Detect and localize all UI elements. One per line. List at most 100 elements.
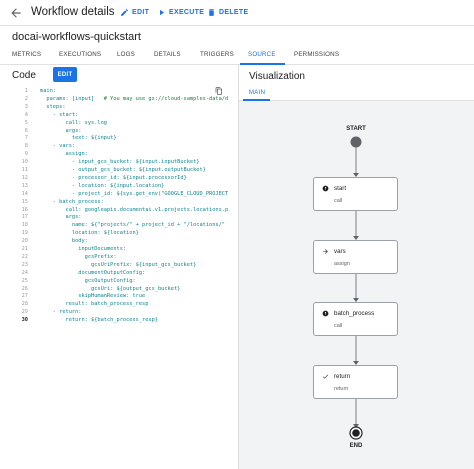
code-text: - input_gcs_bucket: ${input.inputBucket} — [40, 159, 200, 166]
code-line: 11 - output_gcs_bucket: ${input.outputBu… — [0, 166, 238, 174]
tab-metrics[interactable]: METRICS — [12, 51, 42, 58]
tab-source[interactable]: SOURCE — [248, 51, 276, 58]
code-text: location: ${location} — [40, 230, 139, 237]
code-text: gcsPrefix: — [40, 253, 117, 260]
line-number: 6 — [24, 127, 28, 134]
code-line: 3 steps: — [0, 103, 238, 111]
step-name: batch_process — [334, 310, 375, 317]
arrow-right-icon — [323, 249, 328, 254]
code-line: 9 assign: — [0, 150, 238, 158]
viz-active-tab-indicator — [243, 99, 270, 101]
code-line: 14 - project_id: ${sys.get_env("GOOGLE_C… — [0, 190, 238, 198]
code-text: steps: — [40, 103, 66, 110]
code-text: documentOutputConfig: — [40, 269, 146, 276]
code-line: 17 args: — [0, 213, 238, 221]
execute-button[interactable]: EXECUTE — [157, 8, 204, 17]
line-number: 3 — [24, 103, 28, 110]
tab-main[interactable]: MAIN — [249, 90, 266, 96]
code-line: 12 - processor_id: ${input.processorId} — [0, 174, 238, 182]
line-number: 15 — [21, 198, 28, 205]
line-number: 24 — [21, 269, 28, 276]
trash-icon — [208, 9, 215, 16]
code-line: 20 body: — [0, 237, 238, 245]
start-label: START — [346, 126, 366, 132]
code-text: - batch_process: — [40, 198, 104, 205]
code-line: 8 - vars: — [0, 142, 238, 150]
copy-icon[interactable] — [215, 87, 223, 95]
code-text: text: ${input} — [40, 135, 117, 142]
code-text: - start: — [40, 111, 79, 118]
code-line: 10 - input_gcs_bucket: ${input.inputBuck… — [0, 158, 238, 166]
line-number: 7 — [24, 135, 28, 142]
code-panel-title: Code — [12, 70, 36, 81]
execute-button-label: EXECUTE — [169, 9, 205, 16]
delete-button[interactable]: DELETE — [207, 8, 248, 17]
tab-logs[interactable]: LOGS — [117, 51, 135, 58]
code-text: name: ${"projects/" + project_id + "/loc… — [40, 222, 225, 229]
code-line: 4 - start: — [0, 111, 238, 119]
tab-details[interactable]: DETAILS — [154, 51, 181, 58]
edit-button-label: EDIT — [132, 9, 150, 16]
visualization-title: Visualization — [249, 71, 305, 82]
line-number: 10 — [21, 159, 28, 166]
code-line: 16 call: googleapis.documentai.v1.projec… — [0, 206, 238, 214]
line-number: 27 — [21, 293, 28, 300]
code-text: args: — [40, 214, 82, 221]
active-tab-indicator — [240, 63, 285, 65]
tab-permissions[interactable]: PERMISSIONS — [294, 51, 340, 58]
step-type: call — [334, 198, 343, 204]
code-edit-button[interactable]: EDIT — [53, 67, 77, 82]
line-number: 28 — [21, 301, 28, 308]
step-name: start — [334, 185, 347, 192]
tab-triggers[interactable]: TRIGGERS — [200, 51, 234, 58]
code-line: 29 - return: — [0, 308, 238, 316]
tab-executions[interactable]: EXECUTIONS — [59, 51, 102, 58]
line-number: 2 — [24, 95, 28, 102]
line-number: 21 — [21, 246, 28, 252]
code-text: assign: — [40, 151, 88, 158]
line-number: 25 — [21, 277, 28, 284]
code-line: 6 args: — [0, 127, 238, 135]
code-line: 19 location: ${location} — [0, 229, 238, 237]
line-number: 1 — [24, 88, 28, 94]
step-type: return — [334, 386, 349, 392]
line-number: 23 — [21, 261, 28, 268]
log-icon — [322, 185, 329, 192]
code-text: gcsUri: ${output_gcs_bucket} — [40, 285, 181, 292]
step-node-return[interactable]: return return — [313, 365, 398, 399]
line-number: 20 — [21, 238, 28, 245]
line-number: 18 — [21, 222, 28, 229]
end-label: END — [349, 443, 363, 449]
line-number: 5 — [24, 119, 28, 126]
check-icon — [322, 374, 329, 379]
edit-button[interactable]: EDIT — [120, 8, 149, 17]
step-type: call — [334, 323, 343, 329]
code-line: 23 gcsUriPrefix: ${input_gcs_bucket} — [0, 261, 238, 269]
code-line: 15 - batch_process: — [0, 198, 238, 206]
code-line: 26 gcsUri: ${output_gcs_bucket} — [0, 285, 238, 293]
arrow-back-icon[interactable] — [9, 6, 23, 20]
line-number: 8 — [24, 143, 28, 150]
step-type: assign — [334, 261, 350, 267]
step-node-start[interactable]: start call — [313, 177, 398, 211]
step-node-batch-process[interactable]: batch_process call — [313, 302, 398, 336]
code-line: 18 name: ${"projects/" + project_id + "/… — [0, 221, 238, 229]
code-line: 24 documentOutputConfig: — [0, 269, 238, 277]
code-line: 25 gcsOutputConfig: — [0, 277, 238, 285]
call-icon — [322, 310, 329, 317]
step-node-vars[interactable]: vars assign — [313, 240, 398, 274]
step-name: vars — [334, 248, 346, 255]
code-text: gcsUriPrefix: ${input_gcs_bucket} — [40, 261, 197, 268]
code-line: 5 call: sys.log — [0, 119, 238, 127]
code-text: skipHumanReview: true — [40, 293, 146, 300]
code-line: 2 params: [input] # You may use gs://clo… — [0, 95, 238, 103]
code-text: - return: — [40, 309, 82, 316]
line-number: 22 — [21, 253, 28, 260]
workflow-graph-canvas[interactable] — [239, 101, 474, 469]
line-number: 11 — [21, 167, 28, 173]
play-icon — [160, 9, 165, 16]
panel-divider — [238, 65, 239, 469]
code-text: - location: ${input.location} — [40, 182, 165, 189]
